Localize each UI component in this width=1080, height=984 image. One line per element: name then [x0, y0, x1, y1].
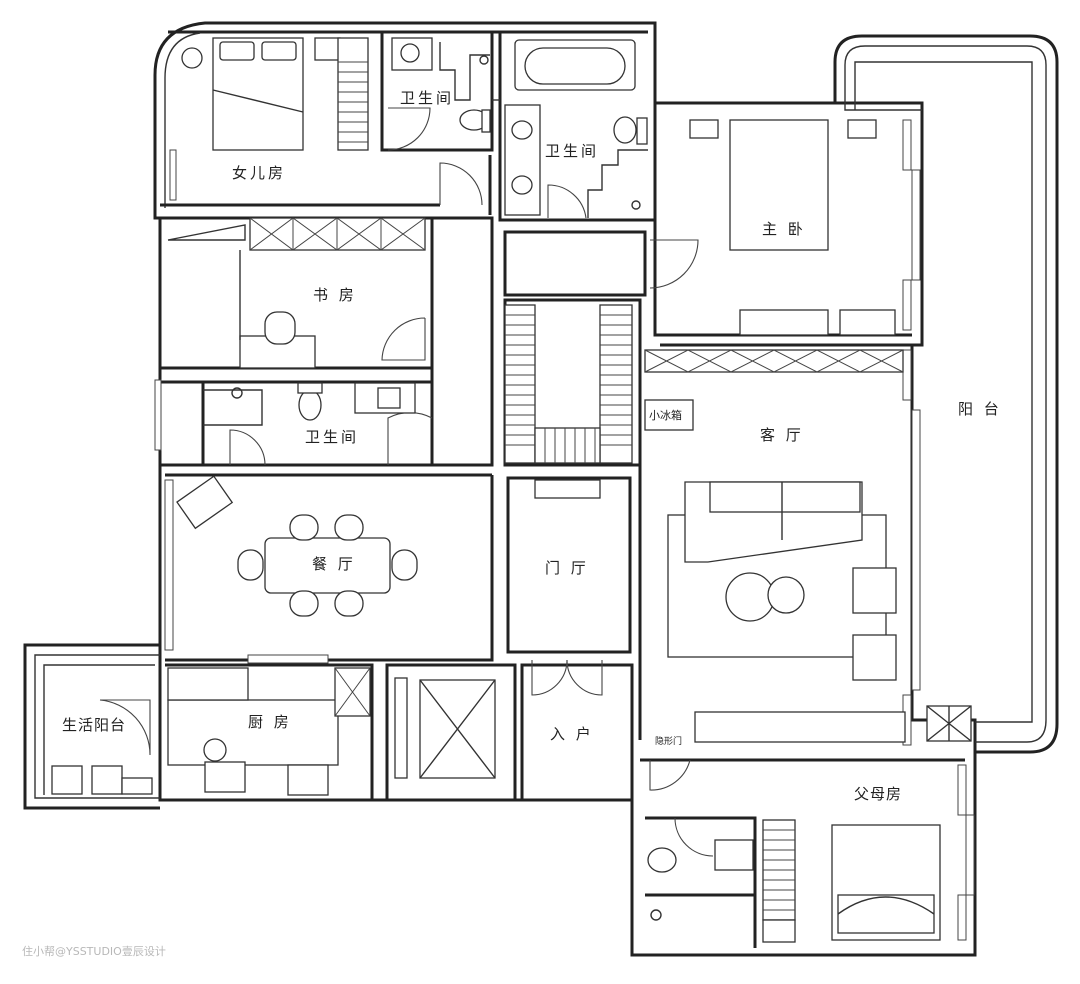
label-bathroom-top-left: 卫生间: [400, 89, 454, 107]
label-master-bedroom: 主 卧: [762, 220, 806, 238]
label-kitchen: 厨 房: [248, 713, 292, 731]
interior-walls: [160, 32, 965, 948]
outer-walls: [23, 21, 1059, 957]
watermark: 住小帮@YSSTUDIO壹辰设计: [22, 944, 166, 958]
label-study: 书 房: [313, 286, 357, 304]
label-hidden-door: 隐形门: [655, 735, 682, 747]
label-mini-fridge: 小冰箱: [649, 408, 682, 422]
label-daughter-room: 女儿房: [232, 164, 286, 182]
room-labels: 女儿房 卫生间 卫生间 主 卧 书 房 卫生间 小冰箱 客 厅 阳 台 餐 厅 …: [62, 89, 1002, 803]
label-living-room: 客 厅: [760, 426, 804, 444]
furniture: [51, 37, 972, 943]
label-parents-room: 父母房: [854, 785, 902, 803]
label-bathroom-top-mid: 卫生间: [545, 142, 599, 160]
label-balcony: 阳 台: [958, 400, 1002, 418]
label-entrance: 入 户: [550, 725, 594, 743]
label-foyer: 门 厅: [545, 559, 589, 577]
windows: [154, 119, 975, 941]
doors: [99, 107, 714, 857]
label-bathroom-mid: 卫生间: [305, 428, 359, 446]
label-dining-room: 餐 厅: [312, 555, 356, 573]
label-utility-balcony: 生活阳台: [62, 716, 126, 734]
